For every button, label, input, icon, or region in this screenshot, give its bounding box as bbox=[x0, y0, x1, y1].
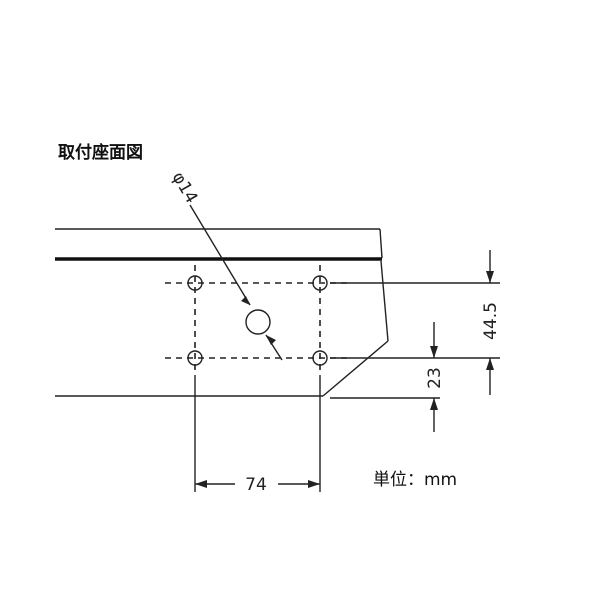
chamfer-edge bbox=[322, 340, 389, 397]
bottom-offset-dimension: 23 bbox=[330, 322, 445, 432]
hole-diameter-label: φ14 bbox=[168, 169, 202, 207]
mounting-hole-top-right bbox=[312, 275, 328, 291]
leader-arrow-upper bbox=[241, 296, 250, 305]
leader-line-upper bbox=[189, 204, 251, 306]
vertical-pitch-label: 44.5 bbox=[481, 302, 501, 340]
center-hole bbox=[245, 309, 271, 335]
dim-arrow-mid bbox=[486, 358, 494, 370]
mounting-hole-bottom-right bbox=[312, 350, 328, 366]
mounting-hole-bottom-left bbox=[187, 350, 203, 366]
vertical-pitch-dimension: 44.5 bbox=[330, 250, 501, 395]
dim-arrow-left bbox=[195, 480, 207, 488]
hole-centerlines bbox=[165, 265, 352, 375]
housing-outline bbox=[55, 228, 389, 397]
unit-label: 単位：mm bbox=[373, 470, 457, 490]
right-cap-edge bbox=[379, 228, 383, 259]
bottom-offset-label: 23 bbox=[425, 367, 445, 389]
right-side-edge bbox=[380, 260, 389, 342]
mounting-holes bbox=[187, 275, 328, 366]
horizontal-pitch-label: 74 bbox=[245, 475, 267, 495]
drawing-title: 取付座面図 bbox=[58, 142, 143, 163]
horizontal-dimension: 74 bbox=[194, 375, 321, 495]
mounting-hole-top-left bbox=[187, 275, 203, 291]
leader-arrow-lower bbox=[266, 335, 276, 345]
dim-arrow-right bbox=[308, 480, 320, 488]
dim-arrow-top bbox=[486, 271, 494, 283]
dim-arrow-23-bottom bbox=[430, 398, 438, 410]
dim-arrow-23-top bbox=[430, 346, 438, 358]
